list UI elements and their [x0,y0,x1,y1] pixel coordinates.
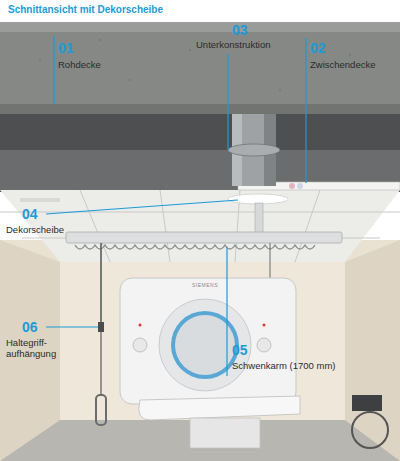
part-label: Unterkonstruktion [196,40,270,51]
brand-mark: SIEMENS [192,283,218,289]
callout-number: 05 [232,342,248,358]
part-label: Haltegriff- aufhängung [6,338,66,360]
part-label: Dekorscheibe [6,225,64,236]
callout-number: 01 [58,40,74,56]
diagram-title: Schnittansicht mit Dekorscheibe [8,4,163,16]
callout-number: 03 [232,22,248,38]
part-label: Rohdecke [58,60,101,71]
callout-number: 06 [22,319,38,335]
dimension-label: Schwenkarm (1700 mm) [232,361,335,372]
callout-number: 02 [310,40,326,56]
part-label: Zwischendecke [310,60,375,71]
callout-number: 04 [22,206,38,222]
